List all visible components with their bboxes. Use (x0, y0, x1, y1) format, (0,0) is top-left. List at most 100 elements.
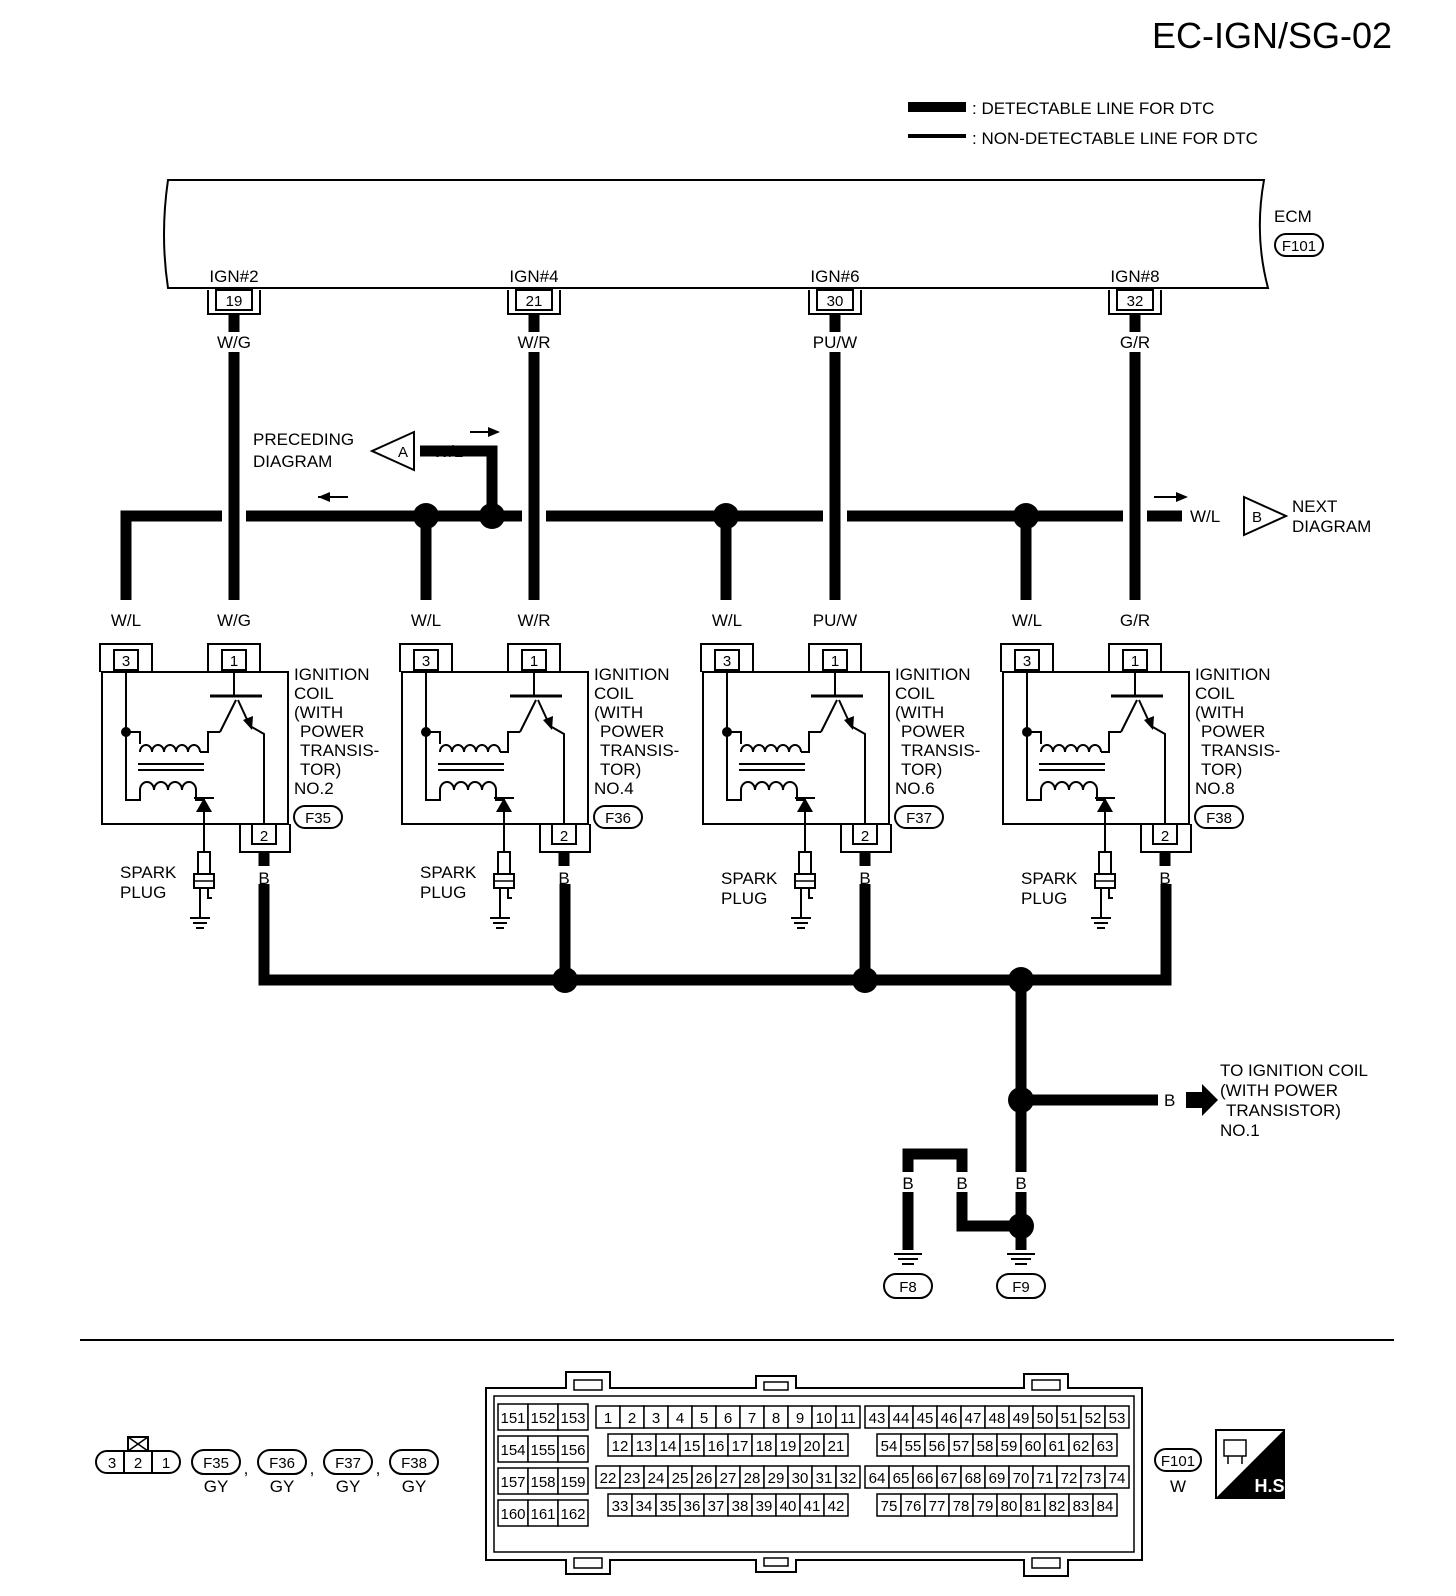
ecm-cell: 73 (1085, 1470, 1102, 1487)
coil-label-3: (WITH (594, 703, 643, 722)
coil-label-2: COIL (594, 684, 634, 703)
preceding-line1: PRECEDING (253, 430, 354, 449)
ecm-cell: 37 (708, 1498, 725, 1515)
ecm-cell: 4 (676, 1410, 684, 1427)
ground-wire-3: B (1015, 1174, 1026, 1193)
spark-plug-label-2: PLUG (721, 889, 767, 908)
ecm-cell: 59 (1001, 1438, 1018, 1455)
ecm-cell: 12 (612, 1438, 629, 1455)
ecm-cell: 33 (612, 1498, 629, 1515)
coil-pin-3: 3 (422, 653, 430, 670)
ecm-pin-number: 32 (1127, 293, 1144, 310)
coil-pin1-wire: G/R (1120, 611, 1150, 630)
ecm-cell: 40 (780, 1498, 797, 1515)
splice-dot (1008, 1087, 1034, 1113)
splice-dot (852, 967, 878, 993)
wl-bus (120, 427, 1188, 600)
coil-pin-1: 1 (1131, 653, 1139, 670)
coil-pin-3: 3 (1023, 653, 1031, 670)
legend: : DETECTABLE LINE FOR DTC : NON-DETECTAB… (908, 99, 1258, 148)
next-line2: DIAGRAM (1292, 517, 1371, 536)
ecm-cell: 23 (624, 1470, 641, 1487)
to-coil1-line4: NO.1 (1220, 1121, 1260, 1140)
coil-ref-id: F37 (335, 1455, 361, 1472)
coil-pin1-wire: W/G (217, 611, 251, 630)
ecm-pin-label: IGN#4 (509, 267, 558, 286)
ecm-cell: 54 (881, 1438, 898, 1455)
ecm-pin-wire: W/G (217, 333, 251, 352)
ground-wire-1: B (902, 1174, 913, 1193)
ecm-cell: 64 (869, 1470, 886, 1487)
ecm-cell: 72 (1061, 1470, 1078, 1487)
ecm-connector-ref-color: W (1170, 1477, 1186, 1496)
to-coil1-line2: (WITH POWER (1220, 1081, 1338, 1100)
ecm-cell: 25 (672, 1470, 689, 1487)
ecm-cell: 31 (816, 1470, 833, 1487)
coil-label-6: TOR) (300, 760, 341, 779)
ecm-cell: 78 (953, 1498, 970, 1515)
face-pin-3: 3 (108, 1455, 116, 1472)
ecm-cell: 7 (748, 1410, 756, 1427)
spark-plug-label-1: SPARK (1021, 869, 1078, 888)
coil-label-4: POWER (300, 722, 364, 741)
ecm-cell: 9 (796, 1410, 804, 1427)
ground-symbol-f9 (1007, 1253, 1035, 1265)
spark-plug-label-1: SPARK (420, 863, 477, 882)
ecm-cell: 83 (1073, 1498, 1090, 1515)
ecm-cell: 157 (500, 1474, 525, 1491)
coil-pin-1: 1 (831, 653, 839, 670)
ecm-cell: 42 (828, 1498, 845, 1515)
ecm-cell: 16 (708, 1438, 725, 1455)
ecm-pin-label: IGN#6 (810, 267, 859, 286)
coil-pin1-wire: PU/W (813, 611, 857, 630)
coil-label-3: (WITH (1195, 703, 1244, 722)
coil-label-1: IGNITION (1195, 665, 1271, 684)
ecm-cell: 79 (977, 1498, 994, 1515)
ground-symbol-f8 (894, 1253, 922, 1265)
coil-pin3-wire: W/L (411, 611, 441, 630)
coil-ref-sep: , (376, 1459, 381, 1478)
spark-plug-label-1: SPARK (721, 869, 778, 888)
coil-ground-wire: B (1159, 869, 1170, 888)
coil-label-2: COIL (1195, 684, 1235, 703)
preceding-line2: DIAGRAM (253, 452, 332, 471)
preceding-wire: W/L (433, 442, 463, 461)
ecm-cell: 2 (628, 1410, 636, 1427)
coil-label-3: (WITH (895, 703, 944, 722)
ecm-cell: 36 (684, 1498, 701, 1515)
preceding-diagram-ref: PRECEDING DIAGRAM A W/L (253, 430, 463, 472)
coil-label-5: TRANSIS- (901, 741, 980, 760)
ecm-cell: 153 (560, 1410, 585, 1427)
coil-ground-wire: B (859, 869, 870, 888)
ecm-cell: 8 (772, 1410, 780, 1427)
coil-connector-id: F37 (906, 810, 932, 827)
ecm-cell: 70 (1013, 1470, 1030, 1487)
ecm-cell: 56 (929, 1438, 946, 1455)
ecm-cell: 154 (500, 1442, 525, 1459)
next-wire: W/L (1190, 507, 1220, 526)
coil-label-1: IGNITION (895, 665, 971, 684)
preceding-tag: A (398, 444, 408, 461)
coil-connector-id: F36 (605, 810, 631, 827)
coil-label-2: COIL (294, 684, 334, 703)
ecm-block: ECM F101 (163, 179, 1324, 289)
coil-label-2: COIL (895, 684, 935, 703)
to-coil1-wire: B (1164, 1091, 1175, 1110)
coil-pin-2: 2 (861, 828, 869, 845)
ecm-cell: 51 (1061, 1410, 1078, 1427)
coil-ref-id: F38 (401, 1455, 427, 1472)
ecm-cell: 22 (600, 1470, 617, 1487)
coil-connector-face: 3 2 1 (95, 1436, 181, 1474)
ground-f8-label: F8 (899, 1279, 917, 1296)
ecm-cell: 63 (1097, 1438, 1114, 1455)
ecm-connector-badge (1274, 233, 1324, 257)
connector-icon (1223, 1439, 1247, 1457)
ecm-cell: 35 (660, 1498, 677, 1515)
page-title: EC-IGN/SG-02 (1152, 15, 1392, 56)
ecm-label: ECM (1274, 207, 1312, 226)
